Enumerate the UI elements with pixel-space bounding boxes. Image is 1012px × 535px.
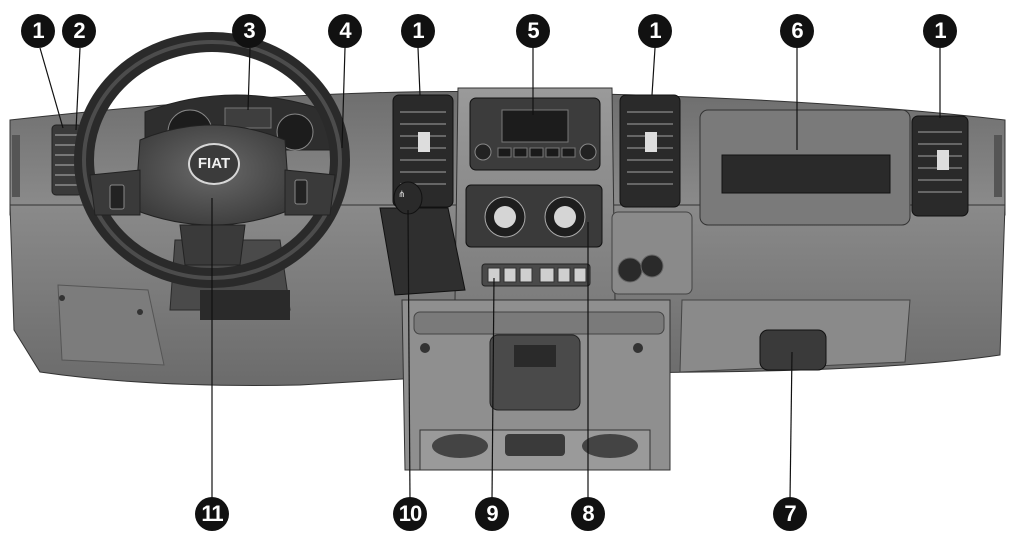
glove-box-handle: [759, 329, 827, 371]
callout-10: 10: [393, 497, 427, 531]
callout-7: 7: [773, 497, 807, 531]
leader-lines: [39, 47, 941, 501]
callout-1: 1: [638, 14, 672, 48]
callout-3: 3: [232, 14, 266, 48]
gear-pattern-icon: ⋔: [398, 190, 406, 200]
storage-compartment: [489, 334, 581, 411]
fiat-logo: FIAT: [188, 143, 240, 185]
callout-8: 8: [571, 497, 605, 531]
callout-1: 1: [401, 14, 435, 48]
left-lower-cover: [57, 284, 165, 366]
callout-11: 11: [195, 497, 229, 531]
callout-2: 2: [62, 14, 96, 48]
callout-1: 1: [923, 14, 957, 48]
gear-boot: [379, 207, 466, 296]
callout-1: 1: [21, 14, 55, 48]
callout-4: 4: [328, 14, 362, 48]
cup-holder-upper: [611, 211, 693, 295]
callout-6: 6: [780, 14, 814, 48]
callout-5: 5: [516, 14, 550, 48]
callout-9: 9: [475, 497, 509, 531]
